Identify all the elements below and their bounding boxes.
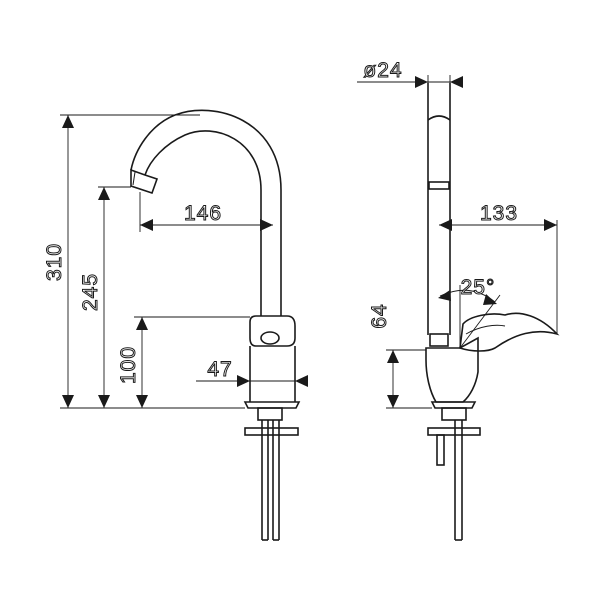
dim-spout-height-label: 245 xyxy=(79,273,102,311)
side-mounting xyxy=(427,407,481,541)
dim-spout-diameter-label: ø24 xyxy=(363,59,402,82)
dim-spout-reach-label: 146 xyxy=(184,202,222,225)
dim-total-height-label: 310 xyxy=(43,243,66,281)
side-spout xyxy=(427,83,451,347)
dim-base-diameter: 47 xyxy=(196,358,308,387)
dim-spout-reach: 146 xyxy=(139,192,273,232)
dim-handle-reach: 133 xyxy=(439,202,558,334)
dim-body-height-label: 100 xyxy=(117,346,140,384)
dim-base-diameter-label: 47 xyxy=(207,358,232,381)
front-body xyxy=(243,315,301,409)
side-body xyxy=(425,312,560,409)
dim-handle-height: 64 xyxy=(368,303,432,409)
front-mounting xyxy=(244,407,299,541)
dim-handle-angle-label: 25° xyxy=(461,276,496,299)
dim-handle-height-label: 64 xyxy=(368,303,391,328)
dim-handle-reach-label: 133 xyxy=(480,202,518,225)
front-spout xyxy=(130,109,282,316)
dim-spout-height: 245 xyxy=(79,186,131,408)
dim-total-height: 310 xyxy=(43,114,245,409)
dim-handle-angle: 25° xyxy=(438,276,501,349)
front-view: 310 245 100 146 xyxy=(43,109,308,541)
side-view: ø24 133 25° 64 xyxy=(357,59,560,541)
dim-spout-diameter: ø24 xyxy=(357,59,463,88)
dim-body-height: 100 xyxy=(117,316,250,408)
